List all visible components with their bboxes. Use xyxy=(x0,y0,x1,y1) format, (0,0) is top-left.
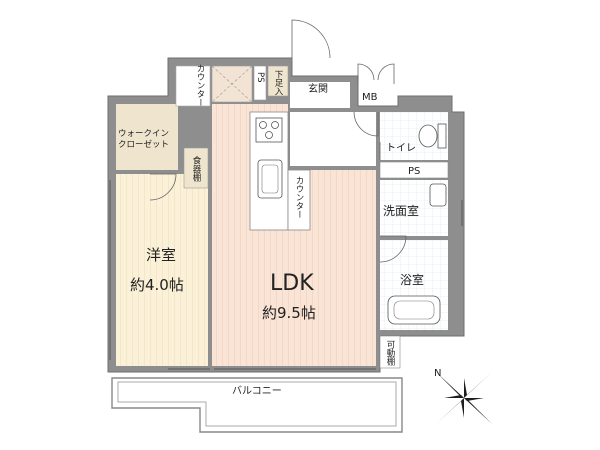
shoe-box-label: 下足入 xyxy=(273,70,283,96)
western-room-label: 洋室 xyxy=(146,246,176,264)
ldk-size: 約9.5帖 xyxy=(262,304,316,322)
pantry-floor xyxy=(183,147,209,189)
balcony-label: バルコニー xyxy=(232,385,282,397)
kitchen-counter-box xyxy=(287,169,311,231)
movable-shelf-label: 可動棚 xyxy=(385,340,395,366)
entrance-floor xyxy=(290,82,350,108)
windows xyxy=(109,180,463,370)
ps-top-box xyxy=(253,65,267,101)
sink-icon xyxy=(257,159,283,199)
walk-in-closet-label-2: クローゼット xyxy=(118,139,169,150)
walk-in-closet-floor xyxy=(116,104,178,170)
bathtub-icon xyxy=(387,295,441,325)
hallway-floor xyxy=(290,112,376,166)
wash-basin-icon xyxy=(429,183,447,207)
compass-icon xyxy=(436,372,492,424)
bathroom-label: 浴室 xyxy=(400,272,424,287)
movable-shelf-box xyxy=(379,335,401,369)
ps-mid-label: PS xyxy=(408,166,420,177)
shoe-box xyxy=(267,65,289,97)
stove-icon xyxy=(255,117,283,143)
kitchen-counter-label: カウンター xyxy=(294,176,304,219)
entrance-label: 玄関 xyxy=(308,82,328,95)
washroom-label: 洗面室 xyxy=(383,203,419,218)
ldk-label: LDK xyxy=(270,271,314,296)
doors xyxy=(149,19,407,263)
ps-top-label: PS xyxy=(255,72,265,83)
western-room-size: 約4.0帖 xyxy=(130,276,184,294)
pantry-label: 食器棚 xyxy=(191,155,201,182)
toilet-icon xyxy=(418,124,438,148)
walk-in-closet-label-1: ウォークイン xyxy=(118,129,169,139)
mb-label: MB xyxy=(362,92,378,103)
counter-top-label: カウンター xyxy=(195,64,205,107)
counter-storage xyxy=(175,65,211,107)
ps-mid-box xyxy=(379,161,449,179)
compass-north-label: N xyxy=(434,368,441,379)
toilet-label: トイレ xyxy=(386,143,416,154)
balcony xyxy=(111,377,403,433)
western-room-floor xyxy=(116,174,208,366)
